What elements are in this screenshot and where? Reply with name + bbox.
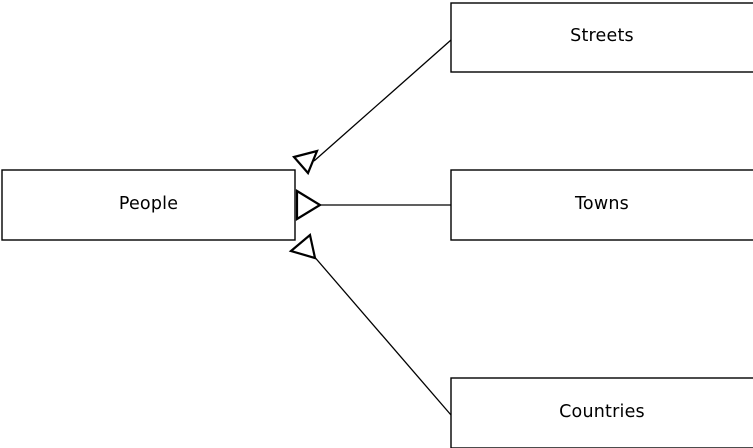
entity-label-streets: Streets: [570, 26, 634, 46]
entity-label-people: People: [118, 194, 179, 214]
entity-box-people[interactable]: [1, 169, 296, 241]
arrowhead-people-streets-icon: [292, 149, 319, 176]
entity-box-streets[interactable]: [450, 2, 753, 73]
entity-label-countries: Countries: [559, 402, 645, 422]
connector-people-countries: [311, 253, 452, 416]
entity-box-towns[interactable]: [450, 169, 753, 241]
arrowhead-people-towns-icon: [295, 189, 323, 221]
arrowhead-people-countries-icon: [288, 232, 317, 260]
entity-label-towns: Towns: [575, 194, 629, 214]
entity-box-countries[interactable]: [450, 377, 753, 448]
connector-people-streets: [313, 39, 452, 162]
